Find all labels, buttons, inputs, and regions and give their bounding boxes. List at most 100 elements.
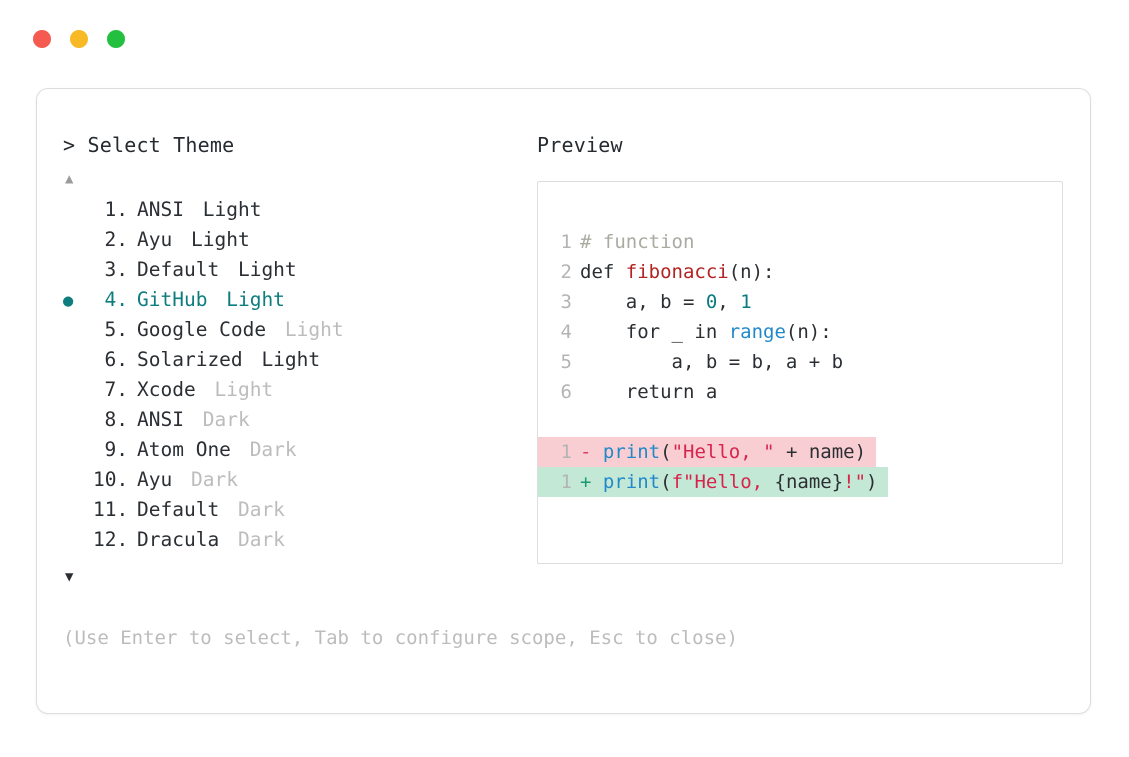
- code-token: ,: [717, 291, 741, 313]
- theme-list-item[interactable]: 8.ANSI Dark: [63, 405, 523, 435]
- theme-item-name: Default: [137, 258, 220, 281]
- diff-added-line: 1 + print(f"Hello, {name}!"): [538, 467, 888, 497]
- theme-item-number: 7.: [104, 378, 128, 401]
- code-token: (: [660, 441, 672, 463]
- keyboard-hint: (Use Enter to select, Tab to configure s…: [63, 627, 738, 649]
- theme-item-number: 12.: [93, 528, 129, 551]
- theme-item-number: 4.: [104, 288, 128, 311]
- close-dot[interactable]: [33, 30, 51, 48]
- theme-item-name: Solarized: [137, 348, 243, 371]
- theme-item-number: 6.: [104, 348, 128, 371]
- code-line: 6 return a: [538, 377, 1062, 407]
- code-token: {name}: [774, 471, 844, 493]
- theme-item-number: 11.: [93, 498, 129, 521]
- line-number: 1: [560, 231, 572, 253]
- theme-item-variant: Light: [273, 318, 344, 341]
- theme-list-item[interactable]: 12.Dracula Dark: [63, 525, 523, 555]
- code-line: 2 def fibonacci(n):: [538, 257, 1062, 287]
- code-line-text: a, b = b, a + b: [580, 347, 844, 377]
- diff-gap: [591, 467, 602, 497]
- preview-title: Preview: [537, 133, 623, 157]
- theme-item-variant: Dark: [237, 438, 297, 461]
- code-spacer: [538, 407, 1062, 437]
- theme-item-name: Ayu: [137, 228, 173, 251]
- theme-list-item[interactable]: 10.Ayu Dark: [63, 465, 523, 495]
- code-token: (n):: [785, 321, 832, 343]
- code-token: # function: [580, 231, 695, 253]
- code-token: 1: [740, 291, 752, 313]
- theme-item-variant: Dark: [226, 498, 285, 521]
- code-token: a, b =: [580, 291, 706, 313]
- code-line-text: return a: [580, 377, 718, 407]
- scroll-down-icon[interactable]: ▼: [65, 569, 74, 585]
- code-line-text: for _ in range(n):: [580, 317, 832, 347]
- code-token: for _ in: [580, 321, 729, 343]
- theme-list-item[interactable]: 11. Default Dark: [63, 495, 523, 525]
- maximize-dot[interactable]: [107, 30, 125, 48]
- theme-item-variant: Light: [249, 348, 321, 371]
- code-token: (: [660, 471, 672, 493]
- theme-list-item[interactable]: 3. Default Light: [63, 255, 523, 285]
- code-token: (n):: [728, 261, 775, 283]
- code-token: + name): [774, 441, 867, 463]
- theme-item-name: Xcode: [137, 378, 196, 401]
- line-number: 2: [560, 261, 572, 283]
- code-token: range: [728, 321, 786, 343]
- code-token: def: [580, 261, 626, 283]
- theme-item-variant: Dark: [226, 528, 285, 551]
- code-token: fibonacci: [625, 261, 729, 283]
- code-token: print: [602, 441, 661, 463]
- code-line-text: # function: [580, 227, 694, 257]
- theme-item-number: 2.: [104, 228, 128, 251]
- diff-removed-line: 1- print("Hello, " + name): [538, 437, 877, 467]
- theme-item-variant: Light: [214, 288, 285, 311]
- code-token: return a: [580, 381, 718, 403]
- code-line: 3 a, b = 0, 1: [538, 287, 1062, 317]
- line-number: 6: [560, 381, 572, 403]
- theme-list-item[interactable]: ●4.GitHub Light: [63, 285, 523, 315]
- diff-sign: +: [580, 471, 592, 493]
- code-line-text: def fibonacci(n):: [580, 257, 774, 287]
- theme-item-name: Ayu: [137, 468, 173, 491]
- code-token: !": [843, 471, 867, 493]
- code-token: print: [602, 471, 661, 493]
- code-token: f"Hello,: [671, 471, 775, 493]
- theme-list-item[interactable]: 9. Atom One Dark: [63, 435, 523, 465]
- theme-item-name: Google Code: [137, 318, 267, 341]
- theme-item-variant: Dark: [191, 408, 250, 431]
- theme-item-number: 8.: [104, 408, 128, 431]
- theme-item-variant: Light: [202, 378, 274, 401]
- scroll-up-icon[interactable]: ▲: [65, 171, 74, 187]
- line-number: 4: [560, 321, 572, 343]
- page-title: > Select Theme: [63, 133, 235, 157]
- code-token: 0: [705, 291, 718, 313]
- theme-list-item[interactable]: 7. Xcode Light: [63, 375, 523, 405]
- diff-line-text: print("Hello, " + name): [603, 437, 876, 467]
- diff-sign: -: [580, 441, 592, 463]
- theme-item-variant: Light: [191, 198, 262, 221]
- line-number: 1: [560, 471, 572, 493]
- theme-list-item[interactable]: 2. Ayu Light: [63, 225, 523, 255]
- theme-item-variant: Light: [226, 258, 297, 281]
- diff-gap: [591, 437, 602, 467]
- theme-list-item[interactable]: 5. Google Code Light: [63, 315, 523, 345]
- diff-line-text: print(f"Hello, {name}!"): [603, 467, 888, 497]
- theme-item-name: Atom One: [137, 438, 231, 461]
- theme-item-name: Default: [137, 498, 220, 521]
- theme-item-number: 5.: [104, 318, 128, 341]
- code-token: "Hello, ": [671, 441, 775, 463]
- theme-item-variant: Light: [179, 228, 250, 251]
- theme-item-name: GitHub: [137, 288, 208, 311]
- theme-list-item[interactable]: 1. ANSI Light: [63, 195, 523, 225]
- minimize-dot[interactable]: [70, 30, 88, 48]
- code-token: ): [866, 471, 878, 493]
- theme-list-item[interactable]: 6. Solarized Light: [63, 345, 523, 375]
- theme-item-number: 9.: [104, 438, 128, 461]
- theme-item-number: 1.: [104, 198, 128, 221]
- theme-item-number: 3.: [104, 258, 128, 281]
- theme-item-name: ANSI: [137, 198, 184, 221]
- window-controls: [33, 30, 125, 48]
